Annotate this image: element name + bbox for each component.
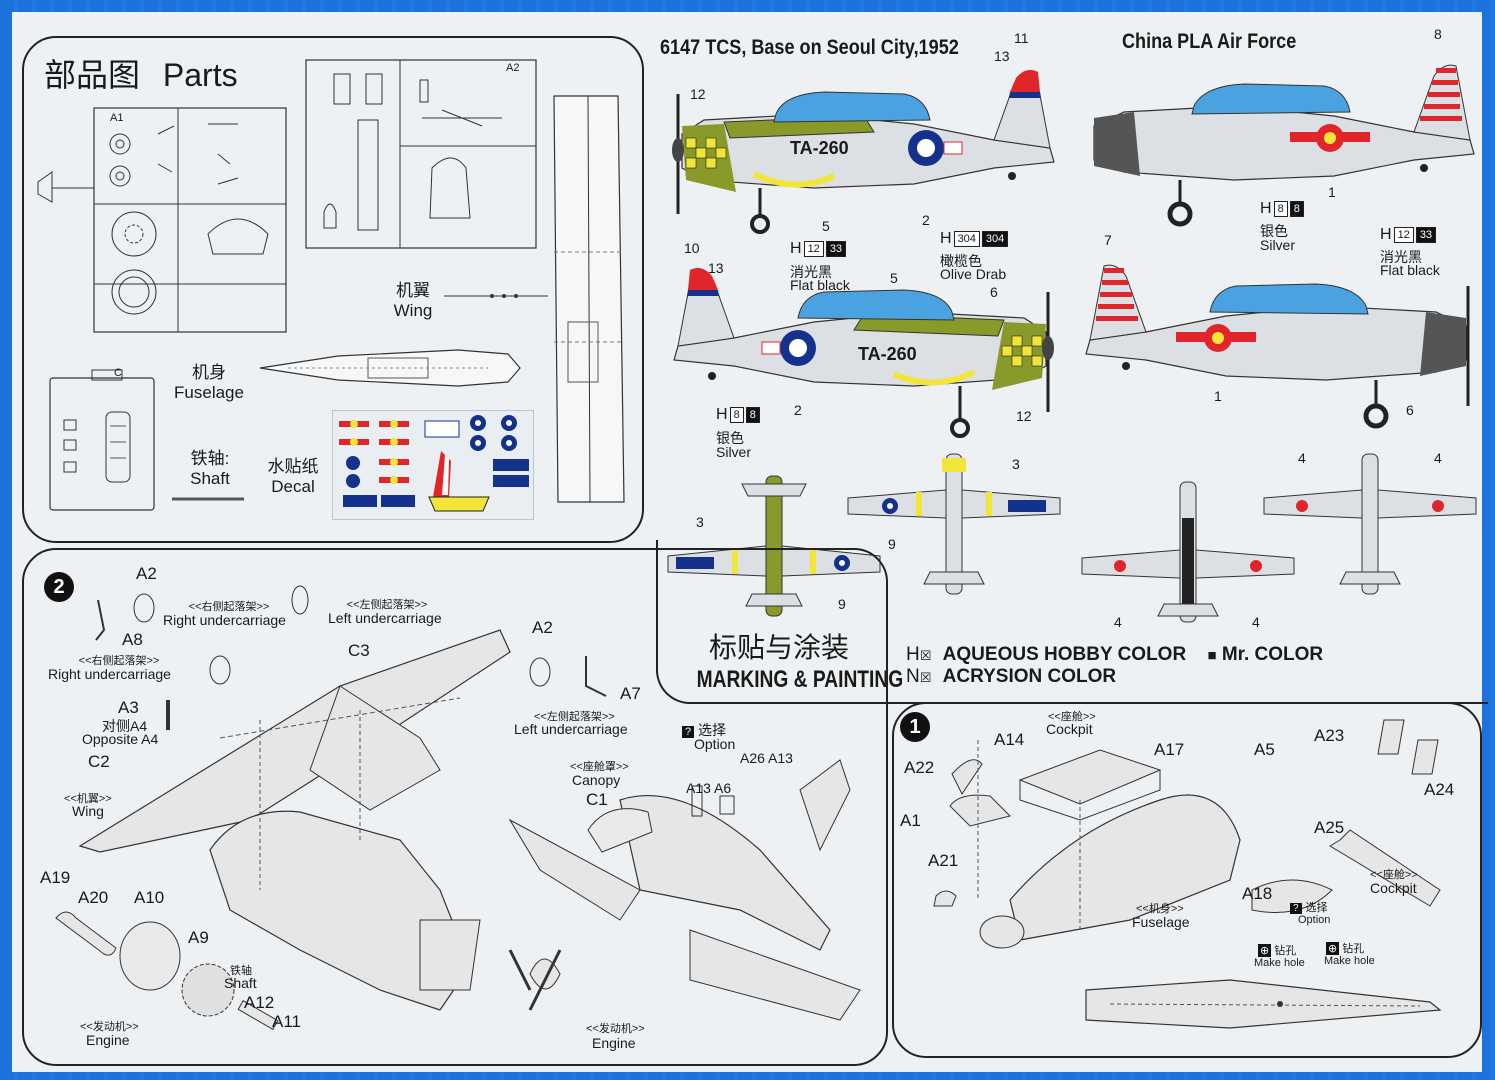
callout-5a: 5 xyxy=(822,218,830,234)
callout-10: 10 xyxy=(684,240,700,256)
pla-plan-view-top xyxy=(1263,453,1477,595)
shaft-label-cn: 铁轴: xyxy=(190,449,230,468)
wing-label: 机翼 Wing xyxy=(390,276,436,321)
pla-aircraft-side-right xyxy=(1085,264,1470,429)
drill-icon-1: ⊕ xyxy=(1258,944,1272,957)
legend-aqueous: H☒ AQUEOUS HOBBY COLOR ■ Mr. COLOR xyxy=(906,644,1324,665)
parts-title-en: Parts xyxy=(162,57,238,93)
callout-1a: 1 xyxy=(1328,184,1336,200)
step1-assembly-drawing xyxy=(933,719,1442,1029)
callout-12a: 12 xyxy=(690,86,706,102)
decal-label-en: Decal xyxy=(271,477,315,496)
pla-title: China PLA Air Force xyxy=(1122,30,1297,53)
parts-panel xyxy=(22,36,644,543)
callout-9b: 9 xyxy=(888,536,896,552)
fuselage-part-drawing xyxy=(259,349,521,387)
usaf-code-2: TA-260 xyxy=(858,344,917,364)
callout-9a: 9 xyxy=(838,596,846,612)
usaf-plan-view-bottom xyxy=(667,475,881,617)
marking-title-cn: 标贴与涂装 xyxy=(708,632,849,663)
decal-label: 水贴纸 Decal xyxy=(264,452,322,497)
callout-5b: 5 xyxy=(890,270,898,286)
sprue-c-tag: C xyxy=(114,367,122,379)
usaf-aircraft-side-right xyxy=(673,268,1054,438)
decal-sheet xyxy=(332,410,534,520)
wing-leader xyxy=(444,294,548,298)
shaft-label: 铁轴: Shaft xyxy=(182,444,238,489)
callout-3b: 3 xyxy=(1012,456,1020,472)
step2-assembly-drawing xyxy=(55,585,861,1031)
drill-icon-2: ⊕ xyxy=(1326,942,1340,955)
sprue-a2-tag: A2 xyxy=(506,62,520,74)
parts-title: 部品图 Parts xyxy=(44,50,238,96)
callout-8: 8 xyxy=(1434,26,1442,42)
step1-number: 1 xyxy=(900,712,930,742)
fuselage-label: 机身 Fuselage xyxy=(168,358,250,403)
pla-aircraft-side-left xyxy=(1093,64,1475,227)
pla-plan-view-bottom xyxy=(1081,481,1295,623)
shaft-label-en: Shaft xyxy=(190,469,230,488)
wing-part-drawing xyxy=(553,95,625,503)
callout-4d: 4 xyxy=(1252,614,1260,630)
usaf-plan-view-top xyxy=(847,453,1061,595)
option-icon-2: ? xyxy=(1290,903,1302,914)
step1-panel xyxy=(892,702,1482,1058)
fuselage-label-cn: 机身 xyxy=(192,363,226,382)
step2-number: 2 xyxy=(44,572,74,602)
callout-6a: 6 xyxy=(990,284,998,300)
callout-7: 7 xyxy=(1104,232,1112,248)
callout-2b: 2 xyxy=(794,402,802,418)
wing-label-en: Wing xyxy=(393,301,433,320)
callout-12b: 12 xyxy=(1016,408,1032,424)
sprue-a2 xyxy=(305,59,537,249)
callout-11: 11 xyxy=(1014,30,1029,46)
fuselage-label-en: Fuselage xyxy=(174,383,244,402)
usaf-aircraft-side-left xyxy=(672,70,1055,234)
callout-2a: 2 xyxy=(922,212,930,228)
decal-artwork xyxy=(339,415,529,512)
callout-6b: 6 xyxy=(1406,402,1414,418)
sprue-a1 xyxy=(37,107,287,333)
callout-13b: 13 xyxy=(708,260,724,276)
marking-title: 标贴与涂装 MARKING & PAINTING xyxy=(676,626,904,694)
callout-4c: 4 xyxy=(1114,614,1122,630)
callout-4b: 4 xyxy=(1434,450,1442,466)
usaf-title: 6147 TCS, Base on Seoul City,1952 xyxy=(660,36,959,59)
parts-title-cn: 部品图 xyxy=(44,57,141,93)
legend-acrysion: N☒ ACRYSION COLOR xyxy=(906,666,1117,687)
decal-label-cn: 水贴纸 xyxy=(267,457,319,476)
shaft-drawing xyxy=(172,497,244,501)
callout-3a: 3 xyxy=(696,514,704,530)
wing-label-cn: 机翼 xyxy=(396,281,430,300)
usaf-code-1: TA-260 xyxy=(790,138,849,158)
option-icon: ? xyxy=(682,726,695,738)
sprue-c xyxy=(49,369,155,511)
callout-13a: 13 xyxy=(994,48,1010,64)
callout-1b: 1 xyxy=(1214,388,1222,404)
step2-panel xyxy=(22,548,888,1066)
sprue-a1-tag: A1 xyxy=(110,112,124,124)
callout-4a: 4 xyxy=(1298,450,1306,466)
